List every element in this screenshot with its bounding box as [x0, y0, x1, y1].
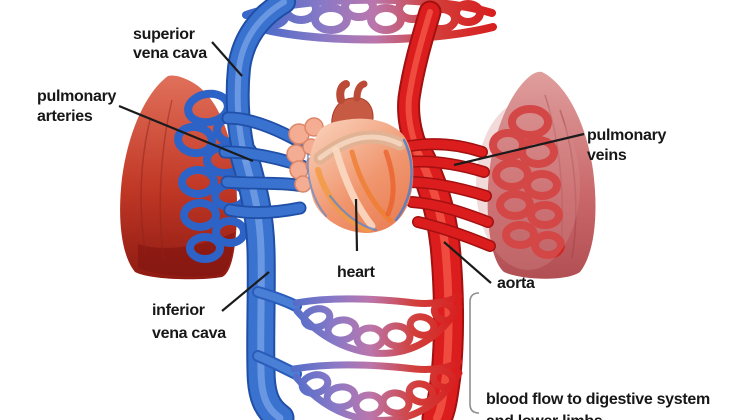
great-vessel-stub: [336, 80, 350, 104]
right-lung: [476, 71, 596, 279]
vena-cava-vessel: [225, 0, 302, 420]
label-text: pulmonary: [37, 88, 116, 105]
ventricle-streaks: [306, 138, 413, 233]
right-lung-translucent-wash: [476, 100, 580, 270]
pulmonary-trunk-highlight: [317, 134, 403, 161]
label-blood-flow-digestive: blood flow to digestive system and lower…: [486, 391, 710, 420]
label-text: arteries: [37, 108, 93, 125]
label-text: pulmonary: [587, 127, 666, 144]
heart-organ: [286, 80, 414, 233]
label-text: superior: [133, 26, 195, 43]
left-lung-texture: [159, 99, 173, 263]
leader-heart: [354, 198, 359, 252]
label-pulmonary-veins: pulmonary veins: [587, 127, 667, 164]
leader-pulmonary-arteries: [118, 104, 254, 163]
leader-pulmonary-veins: [453, 132, 585, 167]
label-superior-vena-cava: superior vena cava: [133, 26, 208, 62]
label-pulmonary-arteries: pulmonary arteries: [37, 88, 117, 125]
right-lung-capillary-network: [489, 105, 565, 259]
label-inferior-vena-cava: inferior vena cava: [152, 302, 227, 342]
label-text: aorta: [497, 275, 535, 292]
great-vessel-stub: [353, 80, 368, 102]
bracket-blood-flow: [469, 292, 480, 414]
left-lung-texture: [140, 119, 151, 256]
leader-inferior-vena-cava: [221, 271, 270, 312]
label-text: vena cava: [133, 45, 207, 62]
label-text: veins: [587, 147, 627, 164]
label-text: vena cava: [152, 325, 226, 342]
label-heart: heart: [337, 264, 376, 281]
left-lung-shadow: [138, 232, 235, 277]
label-text: blood flow to digestive system: [486, 391, 710, 408]
capillary-bed-lower-limbs: [290, 358, 463, 420]
labels: superior vena cava pulmonary arteries pu…: [37, 26, 710, 420]
leader-lines: [118, 41, 585, 414]
label-text: and lower limbs: [486, 413, 603, 420]
leader-aorta: [443, 241, 492, 284]
label-text: inferior: [152, 302, 205, 319]
aorta-vessel: [397, 0, 465, 420]
capillary-bed-upper-abdomen: [292, 292, 463, 357]
label-aorta: aorta: [497, 275, 535, 292]
pulmonary-veins-tubes: [400, 138, 496, 252]
leader-superior-vena-cava: [211, 41, 243, 77]
label-text: heart: [337, 264, 376, 281]
right-lung-texture: [559, 109, 577, 259]
